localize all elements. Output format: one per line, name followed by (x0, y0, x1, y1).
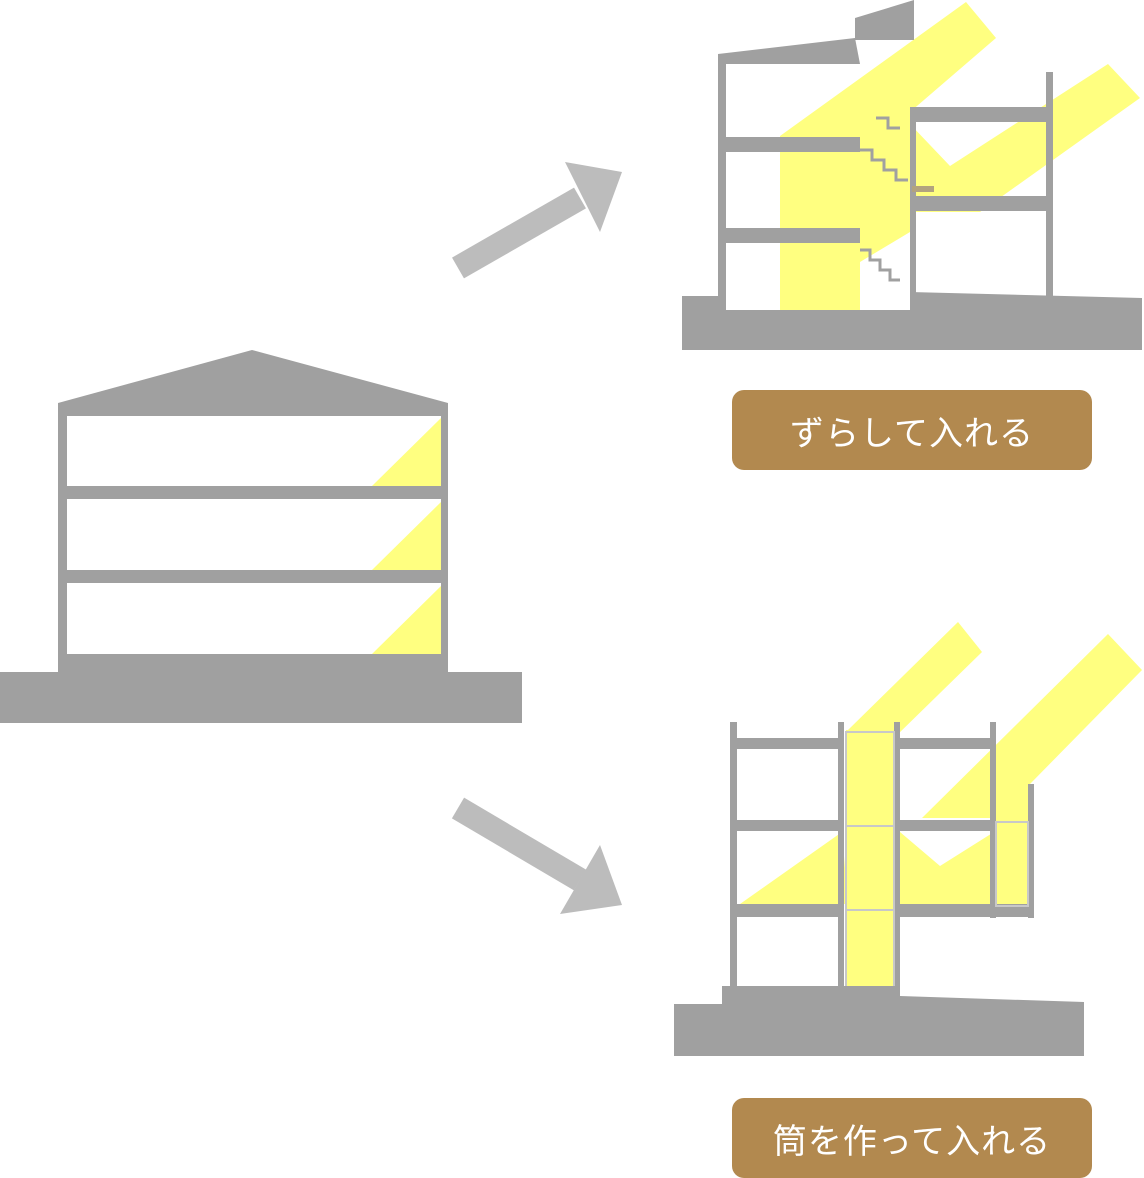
arrow-down-right (451, 797, 622, 914)
tube-slab-top-right (894, 738, 996, 749)
tube-label-text: 筒を作って入れる (772, 1121, 1052, 1162)
shift-label-text: ずらして入れる (790, 413, 1034, 454)
shifted-slab-right-1 (910, 107, 1048, 122)
light-beam-left (740, 832, 848, 904)
arrow-up-right (452, 162, 622, 279)
tube-building (674, 622, 1142, 1056)
shifted-stair (860, 116, 908, 282)
light-tube (846, 730, 894, 986)
original-slab-2 (58, 570, 448, 583)
light-beam-tube-top (848, 622, 982, 738)
shifted-roof-upper (855, 0, 914, 40)
tube-label-badge: 筒を作って入れる (732, 1098, 1092, 1178)
original-roof (58, 350, 448, 416)
shifted-roof-lower (718, 38, 860, 64)
light-triangle-floor-1 (372, 586, 441, 654)
tube-ground (674, 986, 1084, 1056)
light-beam-right-upper (922, 634, 1142, 818)
original-left-wall (58, 403, 67, 673)
tube-balcony-wall (1028, 784, 1034, 918)
light-triangle-floor-3 (372, 418, 441, 486)
shifted-core-wall (910, 107, 916, 297)
light-beam-right-notch (900, 832, 994, 904)
shifted-stair-landing (912, 186, 934, 192)
shifted-building (682, 0, 1142, 350)
tube-inner-left-wall (838, 722, 844, 990)
tube-slab-mid-right (894, 820, 996, 831)
light-triangle-floor-2 (372, 502, 441, 570)
tube-left-wall (730, 722, 737, 990)
light-beam-right (910, 64, 1140, 212)
original-building (0, 350, 522, 723)
original-base (58, 654, 448, 674)
shifted-slab-left-2 (718, 228, 860, 243)
shift-label-badge: ずらして入れる (732, 390, 1092, 470)
shifted-slab-left-1 (718, 137, 860, 152)
shifted-left-wall (718, 54, 726, 310)
shifted-slab-right-2 (910, 196, 1048, 211)
tube-slab-low-left (730, 904, 844, 917)
tube-slab-mid-left (730, 820, 844, 831)
original-ground (0, 672, 522, 723)
shifted-right-wall (1046, 72, 1053, 300)
tube-slab-low-right (894, 904, 1034, 917)
tube-inner-right-wall (894, 722, 900, 990)
tube-slab-top-left (730, 738, 844, 749)
shifted-ground (682, 292, 1142, 350)
original-right-wall (441, 403, 448, 673)
light-tube-right-panel (996, 818, 1028, 904)
original-slab-3 (58, 486, 448, 499)
